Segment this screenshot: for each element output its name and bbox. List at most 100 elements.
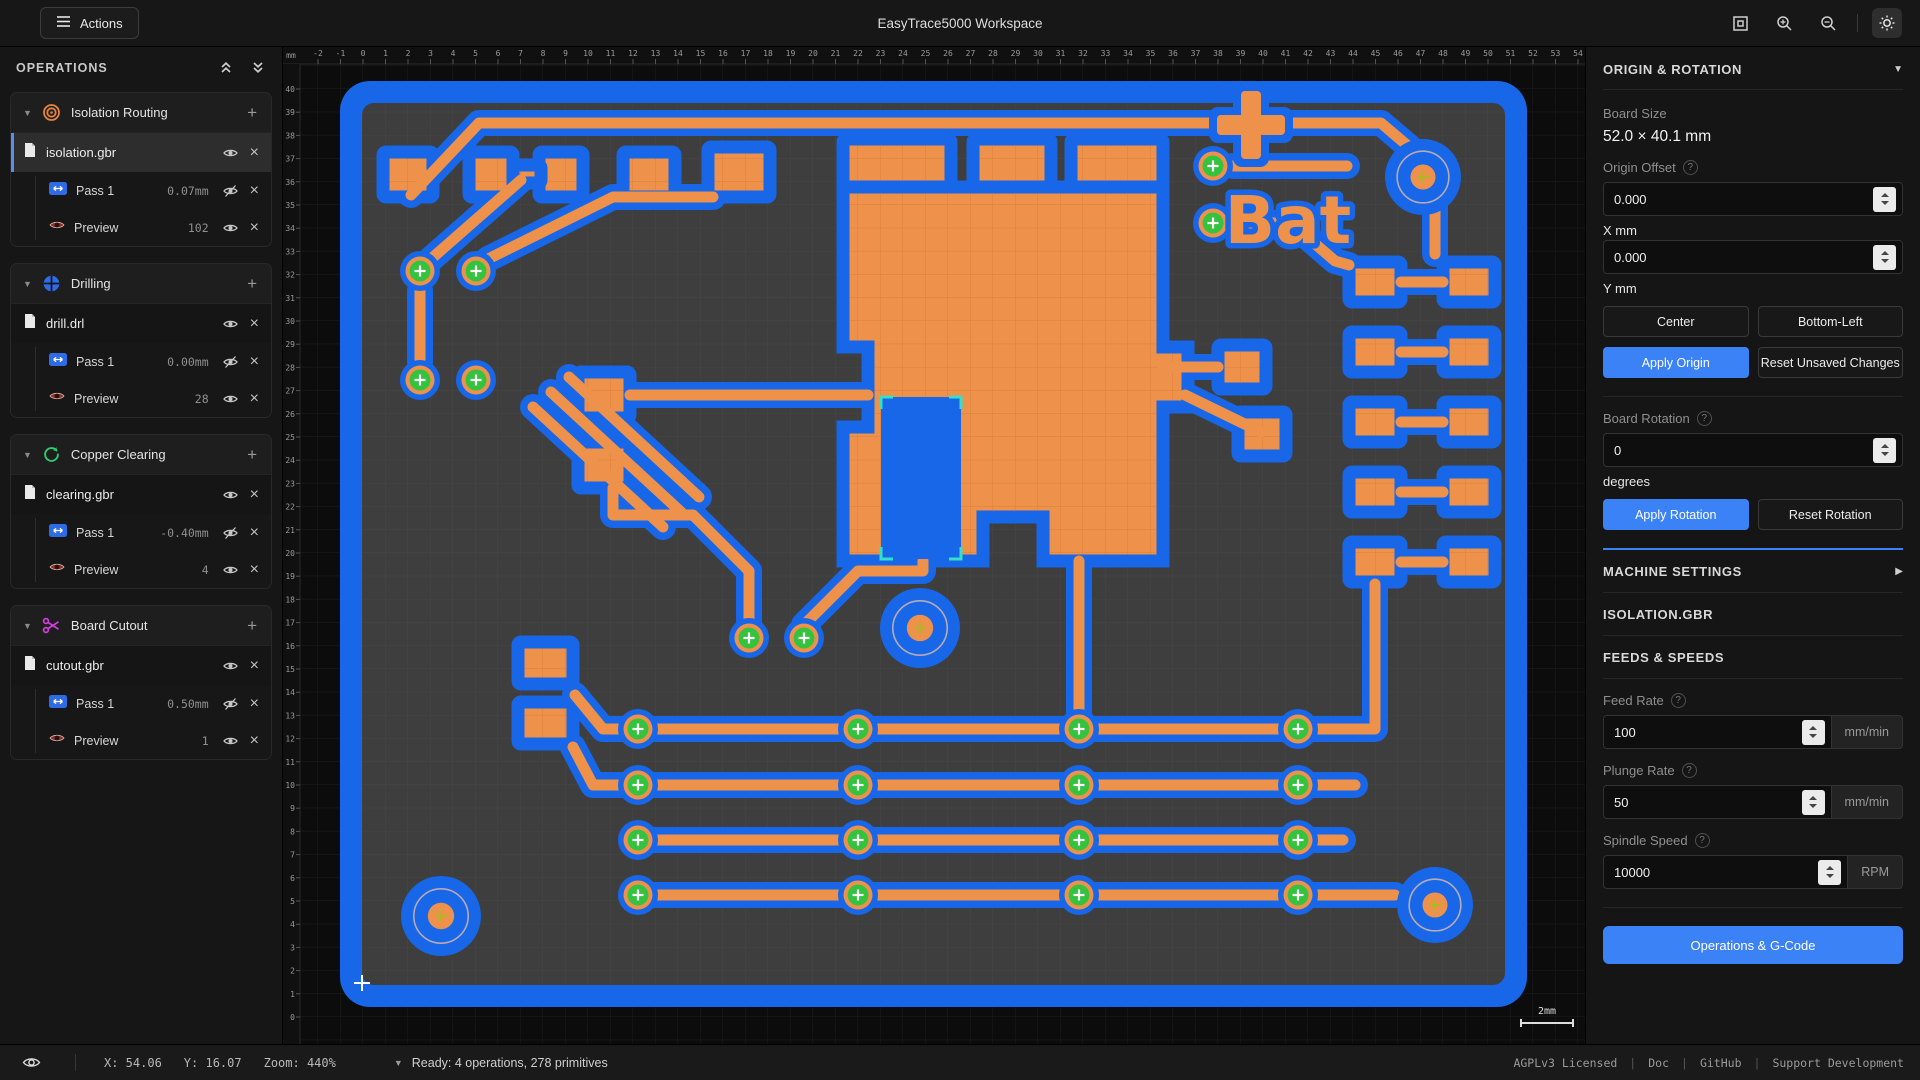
eye-icon[interactable] [222,391,239,407]
reset-rotation-button[interactable]: Reset Rotation [1757,499,1903,530]
doc-link[interactable]: Doc [1648,1055,1670,1070]
file-row-isolation[interactable]: isolation.gbr × [11,132,271,172]
help-icon[interactable]: ? [1696,411,1712,426]
group-header-isolation-routing[interactable]: ▼ Isolation Routing + [11,93,271,132]
help-icon[interactable]: ? [1681,763,1697,778]
apply-origin-button[interactable]: Apply Origin [1603,347,1749,378]
group-header-drilling[interactable]: ▼ Drilling + [11,264,271,303]
collapse-all-icon[interactable] [218,60,234,75]
pcb-artwork[interactable]: Bat 2mm [283,47,1585,1044]
chevron-right-icon[interactable]: ▶ [1895,566,1903,577]
plunge-rate-field[interactable] [1603,785,1832,819]
preview-row[interactable]: Preview 4 × [11,551,271,588]
status-expand-icon[interactable]: ▼ [393,1057,403,1068]
feed-rate-field[interactable] [1603,715,1832,749]
zoom-out-icon[interactable] [1813,8,1843,38]
close-icon[interactable]: × [249,656,259,674]
chevron-down-icon[interactable]: ▼ [23,107,32,118]
eye-icon[interactable] [222,487,239,503]
help-icon[interactable]: ? [1682,160,1698,175]
origin-offset-y-input[interactable] [1614,249,1873,265]
svg-text:13: 13 [651,49,661,58]
reset-unsaved-button[interactable]: Reset Unsaved Changes [1757,347,1903,378]
plunge-rate-input[interactable] [1614,794,1802,810]
rotation-input[interactable] [1614,442,1873,458]
preview-row[interactable]: Preview 1 × [11,722,271,759]
support-link[interactable]: Support Development [1772,1055,1904,1070]
center-button[interactable]: Center [1603,306,1749,337]
origin-rotation-header[interactable]: ORIGIN & ROTATION ▼ [1603,47,1903,90]
add-operation-button[interactable]: + [247,445,257,464]
stepper-icon[interactable] [1801,789,1825,815]
close-icon[interactable]: × [249,523,259,541]
eye-off-icon[interactable] [222,354,239,370]
eye-icon[interactable] [222,145,239,161]
pcb-canvas[interactable]: Bat 2mm [283,47,1585,1044]
origin-offset-x-field[interactable] [1603,182,1903,216]
file-row-cutout[interactable]: cutout.gbr × [11,645,271,685]
spindle-speed-input[interactable] [1614,864,1819,880]
pass-row[interactable]: Pass 1 0.50mm × [11,685,271,722]
expand-all-icon[interactable] [250,60,266,75]
stepper-icon[interactable] [1801,719,1825,745]
chevron-down-icon[interactable]: ▼ [23,620,32,631]
file-row-clearing[interactable]: clearing.gbr × [11,474,271,514]
bottom-left-button[interactable]: Bottom-Left [1757,306,1903,337]
close-icon[interactable]: × [249,485,259,503]
stepper-icon[interactable] [1873,244,1896,270]
eye-icon[interactable] [222,658,239,674]
visibility-eye-icon[interactable] [22,1054,41,1071]
chevron-down-icon[interactable]: ▼ [1893,64,1903,75]
actions-button[interactable]: Actions [40,7,139,39]
help-icon[interactable]: ? [1694,833,1710,848]
eye-icon[interactable] [222,562,239,578]
stepper-icon[interactable] [1818,859,1842,885]
preview-row[interactable]: Preview 102 × [11,209,271,246]
eye-icon[interactable] [222,220,239,236]
eye-off-icon[interactable] [222,696,239,712]
zoom-in-icon[interactable] [1769,8,1799,38]
close-icon[interactable]: × [249,352,259,370]
chevron-down-icon[interactable]: ▼ [23,449,32,460]
github-link[interactable]: GitHub [1699,1055,1742,1070]
apply-rotation-button[interactable]: Apply Rotation [1603,499,1749,530]
group-header-board-cutout[interactable]: ▼ Board Cutout + [11,606,271,645]
svg-text:23: 23 [876,49,886,58]
preview-row[interactable]: Preview 28 × [11,380,271,417]
origin-offset-y-field[interactable] [1603,240,1903,274]
close-icon[interactable]: × [249,694,259,712]
add-operation-button[interactable]: + [247,274,257,293]
add-operation-button[interactable]: + [247,103,257,122]
chevron-down-icon[interactable]: ▼ [23,278,32,289]
eye-off-icon[interactable] [222,525,239,541]
close-icon[interactable]: × [249,181,259,199]
eye-icon[interactable] [222,316,239,332]
operations-gcode-button[interactable]: Operations & G-Code [1603,926,1903,964]
fit-view-icon[interactable] [1725,8,1755,38]
stepper-icon[interactable] [1873,186,1896,212]
close-icon[interactable]: × [249,143,259,161]
eye-icon[interactable] [222,733,239,749]
eye-off-icon[interactable] [222,183,239,199]
spindle-speed-field[interactable] [1603,855,1849,889]
pass-row[interactable]: Pass 1 0.07mm × [11,172,271,209]
group-header-copper-clearing[interactable]: ▼ Copper Clearing + [11,435,271,474]
close-icon[interactable]: × [249,560,259,578]
close-icon[interactable]: × [249,731,259,749]
pass-row[interactable]: Pass 1 -0.40mm × [11,514,271,551]
stepper-icon[interactable] [1873,437,1896,463]
rotation-field[interactable] [1603,433,1903,467]
close-icon[interactable]: × [249,389,259,407]
theme-toggle-icon[interactable] [1872,8,1902,38]
help-icon[interactable]: ? [1670,693,1686,708]
svg-text:15: 15 [696,49,706,58]
file-section-header[interactable]: ISOLATION.GBR [1603,593,1903,636]
close-icon[interactable]: × [249,218,259,236]
close-icon[interactable]: × [249,314,259,332]
pass-row[interactable]: Pass 1 0.00mm × [11,343,271,380]
origin-offset-x-input[interactable] [1614,191,1873,207]
machine-settings-header[interactable]: MACHINE SETTINGS ▶ [1603,550,1903,593]
file-row-drill[interactable]: drill.drl × [11,303,271,343]
add-operation-button[interactable]: + [247,616,257,635]
feed-rate-input[interactable] [1614,724,1802,740]
